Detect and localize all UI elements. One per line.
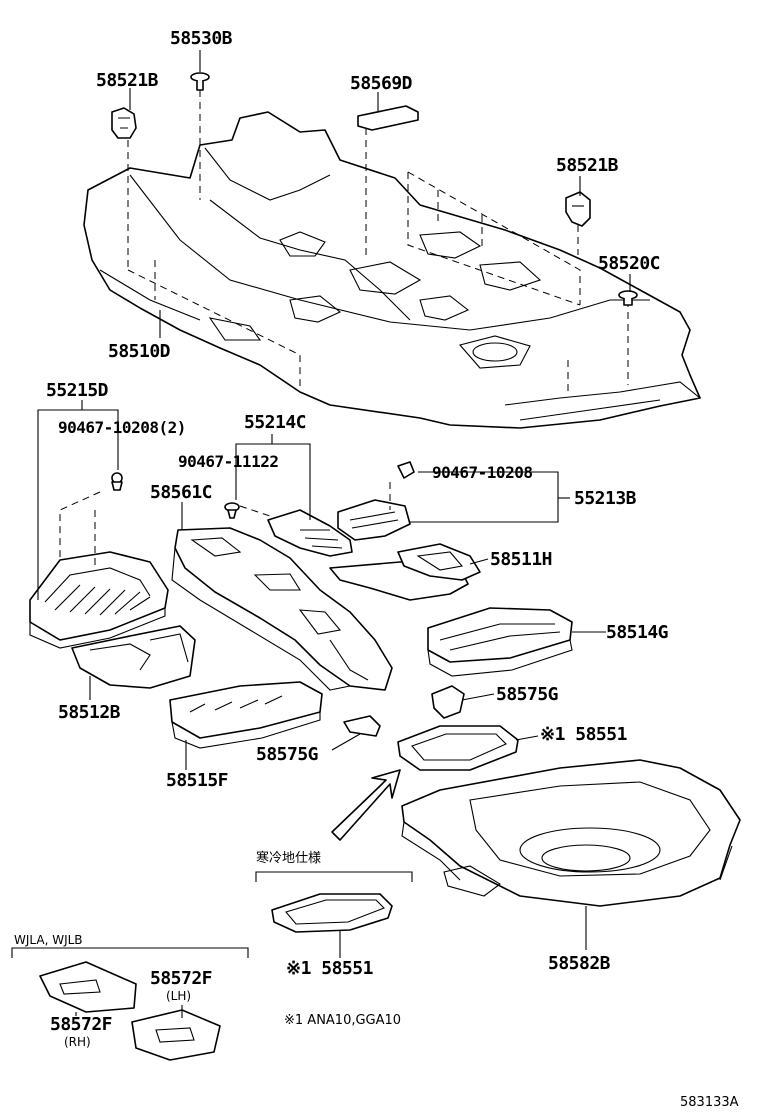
label-58572F-rh[interactable]: 58572F (50, 1014, 113, 1035)
screw-90467-11122 (224, 502, 240, 519)
carpet-dashed-leaders (127, 90, 629, 395)
floor-tray-58515F (169, 681, 323, 749)
clip-90467-10208 (397, 461, 415, 479)
label-58515F[interactable]: 58515F (166, 770, 229, 791)
bracket-58521B-right (565, 191, 591, 227)
screw-90467-10208-2 (111, 472, 123, 491)
label-cold-region: 寒冷地仕様 (256, 851, 322, 866)
clip-58520C (618, 290, 638, 306)
wj-bracket (11, 947, 249, 958)
bracket-58521B-top (111, 107, 137, 139)
label-58512B[interactable]: 58512B (58, 702, 121, 723)
label-58551-cold[interactable]: ※1 58551 (286, 958, 373, 979)
floor-tray-58512B (71, 625, 196, 689)
label-90467-10208[interactable]: 90467-10208 (432, 463, 533, 482)
tray-58551-right (397, 725, 519, 771)
label-lh: (LH) (166, 989, 192, 1003)
label-58511H[interactable]: 58511H (490, 549, 553, 570)
tray-58551-cold (271, 893, 393, 933)
label-55214C[interactable]: 55214C (244, 412, 307, 433)
label-58521B-right[interactable]: 58521B (556, 155, 619, 176)
screw-dashed (239, 505, 271, 517)
floor-tray-55213B (337, 499, 411, 541)
label-58575G-right[interactable]: 58575G (496, 684, 559, 705)
label-58572F-lh[interactable]: 58572F (150, 968, 213, 989)
floor-carpet-58510D (83, 111, 701, 429)
label-90467-11122[interactable]: 90467-11122 (178, 452, 279, 471)
label-rh: (RH) (64, 1035, 91, 1049)
label-58551-right[interactable]: ※1 58551 (540, 724, 627, 745)
direction-arrow (331, 769, 401, 841)
label-58530B[interactable]: 58530B (170, 28, 233, 49)
mat-58572F-lh (131, 1009, 221, 1061)
label-58521B-top[interactable]: 58521B (96, 70, 159, 91)
figure-id: 583133A (680, 1095, 739, 1110)
label-58561C[interactable]: 58561C (150, 482, 213, 503)
tray-dashed-1 (59, 491, 101, 560)
label-58575G-left[interactable]: 58575G (256, 744, 319, 765)
label-58582B[interactable]: 58582B (548, 953, 611, 974)
pad-58575G-left (343, 715, 381, 737)
note-applicability: ※1 ANA10,GGA10 (284, 1013, 402, 1028)
label-58569D[interactable]: 58569D (350, 73, 413, 94)
floor-tray-55215D (29, 551, 169, 649)
floor-tray-58514G (427, 607, 573, 677)
label-90467-10208-2[interactable]: 90467-10208(2) (58, 418, 186, 437)
pad-58575G-right (431, 685, 465, 719)
label-58514G[interactable]: 58514G (606, 622, 669, 643)
pad-58569D (357, 105, 419, 131)
label-wj-models: WJLA, WJLB (14, 933, 83, 947)
label-55213B[interactable]: 55213B (574, 488, 637, 509)
label-55215D[interactable]: 55215D (46, 380, 109, 401)
cold-region-bracket (255, 871, 413, 882)
tunnel-carpet-58561C (171, 527, 393, 691)
label-58520C[interactable]: 58520C (598, 253, 661, 274)
label-58510D[interactable]: 58510D (108, 341, 171, 362)
floor-tray-58511H (329, 543, 481, 601)
luggage-carpet-58582B (401, 759, 741, 907)
mat-58572F-rh (39, 961, 137, 1013)
leader-lines (37, 50, 631, 1018)
clip-58530B (190, 72, 210, 91)
